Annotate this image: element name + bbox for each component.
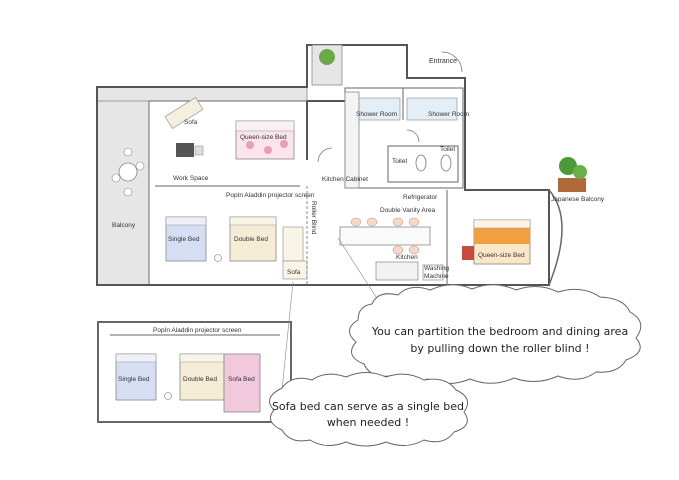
label-balcony: Balcony xyxy=(112,222,136,229)
balcony-chair xyxy=(135,161,145,171)
label-queen-bed-right: Queen-size Bed xyxy=(478,252,525,259)
label-entrance: Entrance xyxy=(429,58,457,65)
dining-table xyxy=(339,226,431,246)
inset-sofa-bed xyxy=(223,353,261,413)
right-bedroom-chair xyxy=(462,246,474,260)
toilet-door-arc xyxy=(406,129,420,143)
inset-plan: PopIn Aladdin projector screen Single Be… xyxy=(97,321,292,423)
label-kitchen-cabinet: Kitchen Cabinet xyxy=(322,176,368,183)
washing-machine xyxy=(422,264,444,281)
dining-chair xyxy=(366,217,378,227)
inset-single-bed-pillow xyxy=(115,353,157,363)
label-toilet-2: Toilet xyxy=(440,146,455,153)
bed-pattern-dot xyxy=(264,146,272,154)
balcony-chair xyxy=(123,147,133,157)
label-japanese-balcony: Japanese Balcony xyxy=(551,196,605,203)
label-kitchen: Kitchen xyxy=(396,254,418,261)
sofa-main xyxy=(282,260,308,280)
japanese-balcony-curve xyxy=(548,189,563,286)
inset-side-table xyxy=(164,392,172,400)
plan-labels: Entrance Sofa Queen-size Bed Shower Room… xyxy=(112,58,605,280)
label-double-bed-inset: Double Bed xyxy=(183,376,217,383)
label-work-space: Work Space xyxy=(173,175,209,182)
bedroom-door-arc xyxy=(317,147,333,163)
label-queen-bed-left: Queen-size Bed xyxy=(240,134,287,141)
label-washing-machine-2: Machine xyxy=(424,273,449,280)
roller-blind-pointer xyxy=(337,237,379,301)
work-chair xyxy=(194,145,204,156)
dining-chair xyxy=(350,217,362,227)
japanese-balcony-plant xyxy=(559,157,577,175)
inset-double-bed-pillow xyxy=(179,353,225,363)
sofa-bed-pointer xyxy=(281,281,294,391)
dining-chair xyxy=(408,245,420,255)
label-shower-room-2: Shower Room xyxy=(428,111,469,118)
roller-blind-callout-line2: by pulling down the roller blind ! xyxy=(410,342,589,355)
bed-pattern-dot xyxy=(246,141,254,149)
balcony-table xyxy=(118,162,138,182)
sofa-bed-bubble xyxy=(269,372,469,447)
label-washing-machine-1: Washing xyxy=(424,265,449,272)
sofa-top xyxy=(164,97,204,129)
roller-blind-callout-line1: You can partition the bedroom and dining… xyxy=(371,325,628,338)
top-wall-strip xyxy=(96,86,308,102)
balcony-chair xyxy=(111,173,121,183)
label-refrigerator: Refrigerator xyxy=(403,194,438,201)
label-shower-room-1: Shower Room xyxy=(356,111,397,118)
label-double-vanity: Double Vanity Area xyxy=(380,207,436,214)
queen-bed-right-pillow xyxy=(473,219,531,229)
dining-chair xyxy=(392,245,404,255)
label-sofa-bed-inset: Sofa Bed xyxy=(228,376,255,383)
dining-chair xyxy=(392,217,404,227)
kitchen-counter xyxy=(375,261,419,281)
single-bed-main-pillow xyxy=(165,216,207,226)
balcony-planter xyxy=(558,178,586,192)
furniture xyxy=(111,49,587,285)
japanese-balcony-plant xyxy=(573,165,587,179)
label-double-bed-top: Double Bed xyxy=(234,236,268,243)
label-toilet-1: Toilet xyxy=(392,158,407,165)
sofa-bed-callout-line1: Sofa bed can serve as a single bed xyxy=(272,400,464,413)
balcony-floor xyxy=(96,86,150,286)
toilet-1-bowl xyxy=(415,154,427,172)
sofa-bed-callout-line2: when needed ! xyxy=(327,416,409,429)
label-single-bed-top: Single Bed xyxy=(168,236,200,243)
queen-bed-right-cover xyxy=(474,228,530,244)
sofa-main-back xyxy=(282,226,304,262)
entrance-plant xyxy=(319,49,335,65)
double-bed-main-pillow xyxy=(229,216,277,226)
roller-blind-bubble xyxy=(349,284,642,384)
roller-blind-callout: You can partition the bedroom and dining… xyxy=(337,237,642,384)
outer-wall xyxy=(96,44,550,286)
shower-room-2-floor xyxy=(406,97,458,121)
label-roller-blind: Roller Blind xyxy=(310,201,317,235)
kitchen-cabinet xyxy=(344,91,360,189)
dining-chair xyxy=(408,217,420,227)
bed-pattern-dot xyxy=(280,140,288,148)
queen-bed-left-pillows xyxy=(235,120,295,132)
entrance-door-arc xyxy=(441,51,463,73)
label-projector-screen-top: PopIn Aladdin projector screen xyxy=(226,192,315,199)
label-sofa-top: Sofa xyxy=(184,119,198,126)
balcony-chair xyxy=(123,187,133,197)
label-sofa-bottom: Sofa xyxy=(287,269,301,276)
toilet-2-bowl xyxy=(440,154,452,172)
label-projector-screen-inset: PopIn Aladdin projector screen xyxy=(153,327,242,334)
sofa-bed-callout: Sofa bed can serve as a single bed when … xyxy=(269,281,469,447)
side-table xyxy=(214,254,222,262)
label-single-bed-inset: Single Bed xyxy=(118,376,150,383)
work-desk xyxy=(176,143,194,157)
